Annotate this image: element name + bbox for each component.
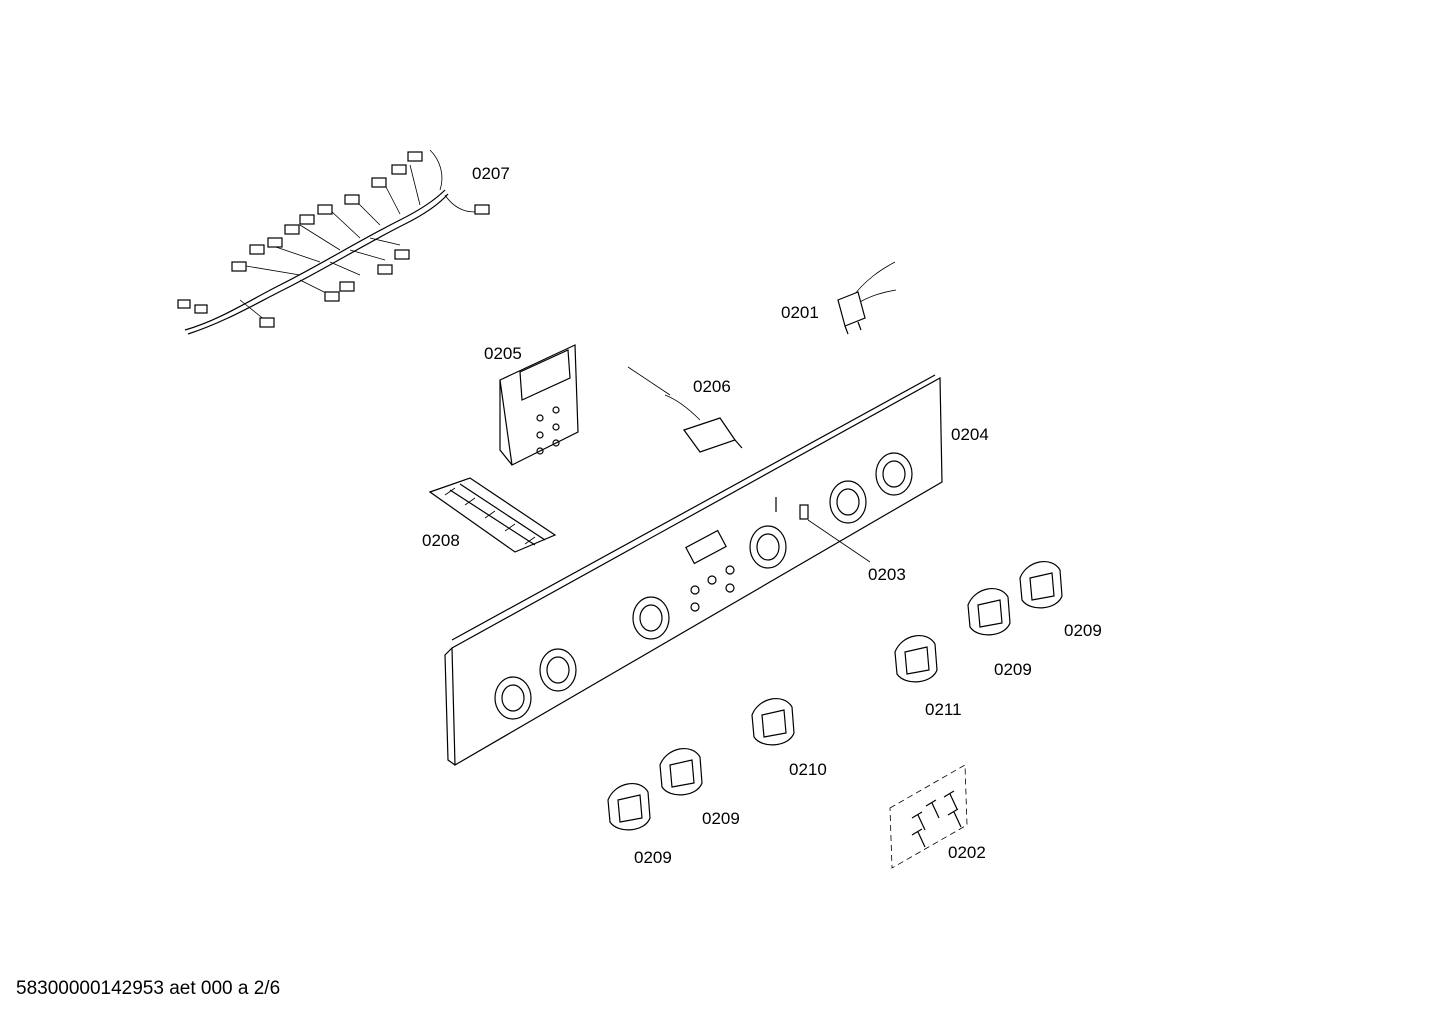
callout-0209-rear-left: 0209 xyxy=(994,660,1032,679)
wiring-harness-0207 xyxy=(177,149,490,335)
thermostat-0206 xyxy=(627,366,743,453)
timer-module-0205 xyxy=(499,344,579,466)
knob-0209-rear-left xyxy=(967,588,1011,636)
knob-0210 xyxy=(751,698,795,746)
callout-0208: 0208 xyxy=(422,531,460,550)
callout-0201: 0201 xyxy=(781,303,819,322)
callout-0211: 0211 xyxy=(925,700,962,719)
callout-0206: 0206 xyxy=(693,377,731,396)
callout-0207: 0207 xyxy=(472,164,510,183)
callout-0205: 0205 xyxy=(484,344,522,363)
control-panel-0204 xyxy=(444,374,943,767)
document-id: 58300000142953 aet 000 a 2/6 xyxy=(16,978,281,999)
callout-0209-front-left: 0209 xyxy=(634,848,672,867)
leader-line-0203 xyxy=(807,519,871,563)
knob-0209-front-left xyxy=(607,783,651,831)
callout-0210: 0210 xyxy=(789,760,827,779)
screws-0202 xyxy=(889,764,968,869)
callout-0203: 0203 xyxy=(868,565,906,584)
callout-0202: 0202 xyxy=(948,843,986,862)
knob-0209-front-right xyxy=(659,748,703,796)
callout-0209-rear-right: 0209 xyxy=(1064,621,1102,640)
callout-0204: 0204 xyxy=(951,425,989,444)
callout-0209-front-right: 0209 xyxy=(702,809,740,828)
knob-0209-rear-right xyxy=(1019,561,1063,609)
terminal-block-0208 xyxy=(428,477,557,553)
switch-0201 xyxy=(837,261,897,335)
knob-0211 xyxy=(894,635,938,683)
